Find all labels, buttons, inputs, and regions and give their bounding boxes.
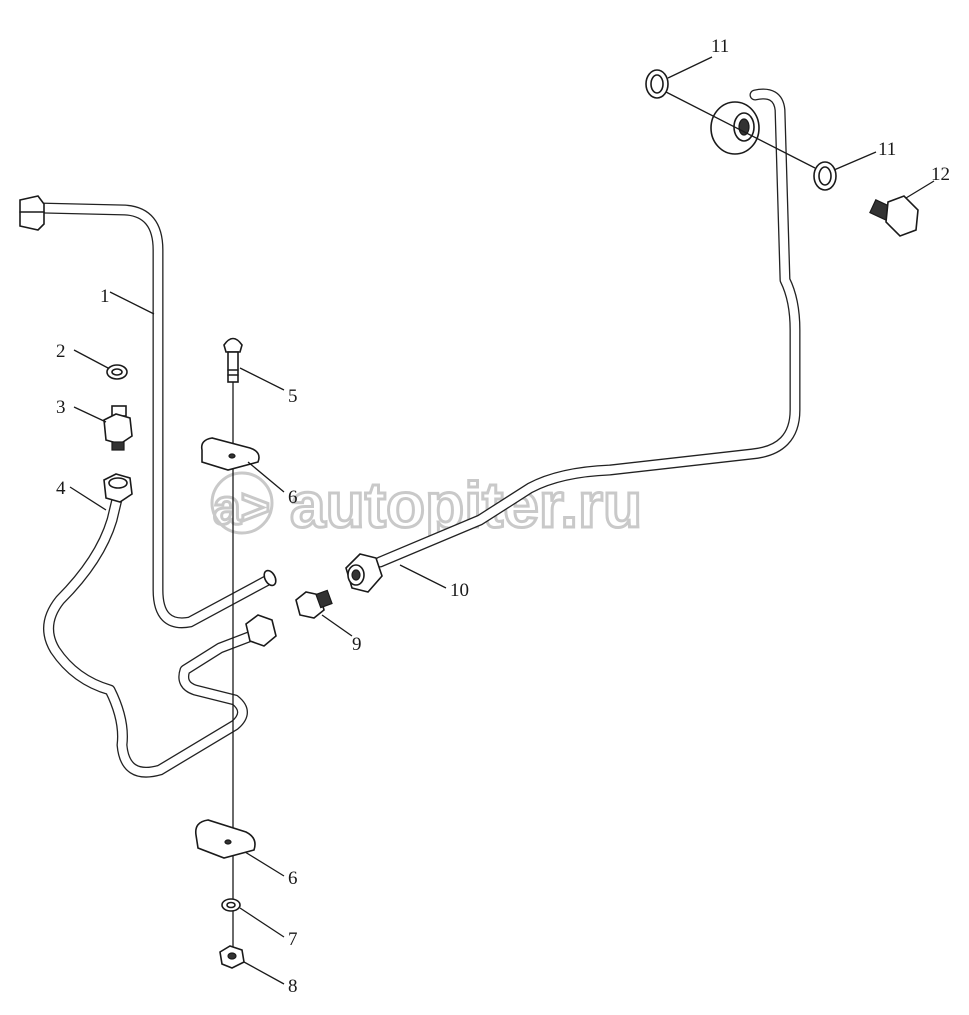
leader-lines (69, 56, 935, 985)
callout-5: 5 (288, 386, 298, 407)
callout-11-upper: 11 (711, 36, 729, 57)
part-11-washer-lower (813, 161, 837, 191)
watermark-logo-glyph: a> (213, 479, 270, 535)
callout-11-lower: 11 (878, 139, 896, 160)
part-12-banjo-bolt (869, 195, 919, 237)
part-6-clamp-upper (200, 437, 260, 471)
part-3-fitting (103, 405, 133, 451)
part-4-pipe (43, 473, 277, 778)
callout-12: 12 (931, 164, 950, 185)
part-8-nut (219, 945, 245, 969)
part-2-washer (106, 364, 128, 380)
callout-4: 4 (56, 478, 66, 499)
callout-6-lower: 6 (288, 868, 298, 889)
callout-1: 1 (100, 286, 110, 307)
part-1-pipe (19, 195, 277, 629)
watermark: a> autopiter.ru (210, 468, 644, 543)
part-7-washer (221, 898, 241, 912)
bolt-axis-line (665, 91, 816, 169)
callout-labels: 1 2 3 4 5 6 6 7 8 9 10 11 11 12 (56, 36, 950, 997)
callout-8: 8 (288, 976, 298, 997)
callout-7: 7 (288, 929, 298, 950)
callout-10: 10 (450, 580, 469, 601)
callout-3: 3 (56, 397, 66, 418)
part-6-clamp-lower (194, 819, 256, 859)
part-11-washer-upper (645, 69, 669, 99)
callout-6-upper: 6 (288, 487, 298, 508)
watermark-logo-circle (210, 471, 274, 535)
callout-2: 2 (56, 341, 66, 362)
callout-9: 9 (352, 634, 362, 655)
part-9-fitting (295, 589, 333, 619)
